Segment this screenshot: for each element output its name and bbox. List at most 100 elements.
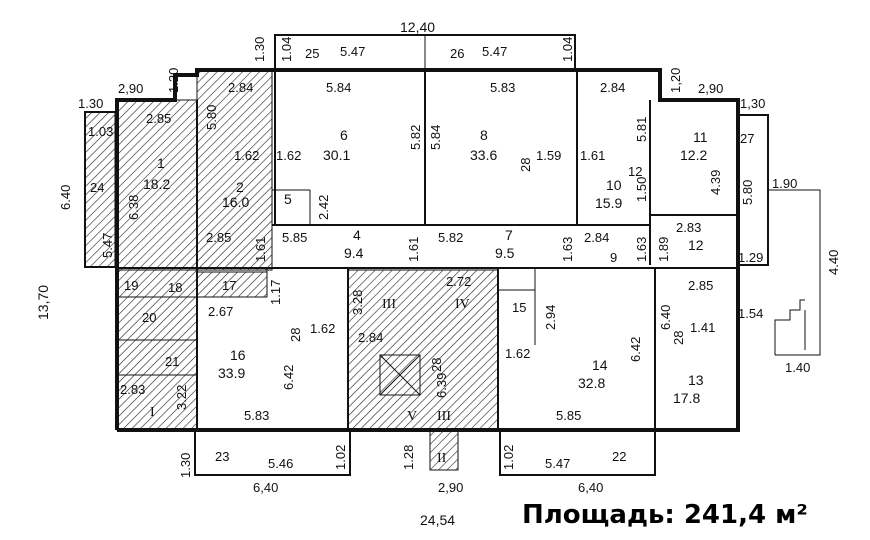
dim-label: 1.61 — [406, 237, 421, 262]
room-11-area: 12.2 — [680, 147, 707, 163]
outer-wall-bottom — [117, 265, 740, 432]
dim-label: 20 — [142, 310, 156, 325]
dim-label: 5.80 — [204, 105, 219, 130]
dim-label: 1.54 — [738, 306, 763, 321]
dim-label: 2.85 — [206, 230, 231, 245]
bay-left — [84, 111, 117, 268]
dim-label: 1.30 — [178, 453, 193, 478]
dim-label: 23 — [215, 449, 229, 464]
dim-label: 5.82 — [408, 125, 423, 150]
dim-label: 3.22 — [174, 385, 189, 410]
dim-label: 1.04 — [560, 37, 575, 62]
room-1-area: 18.2 — [143, 176, 170, 192]
room-16-area: 33.9 — [218, 365, 245, 381]
room-10-area: 15.9 — [595, 195, 622, 211]
hatch-room-II — [429, 429, 459, 471]
dim-label: 1.61 — [580, 148, 605, 163]
dim-label: 2.85 — [146, 111, 171, 126]
dim-label: 2.94 — [543, 305, 558, 330]
room-7-area: 9.5 — [495, 245, 515, 261]
dim-label: 2,90 — [118, 81, 143, 96]
dim-label: 6,40 — [578, 480, 603, 495]
dim-label: 6.40 — [658, 305, 673, 330]
room-5-number: 5 — [284, 191, 292, 207]
room-I-number: I — [150, 405, 155, 420]
dim-label: 9 — [610, 250, 617, 265]
room-labels: 1 18.2 2 16.0 4 9.4 5 6 30.1 7 9.5 8 33.… — [143, 127, 708, 466]
interior-dimensions: 2.84 2.85 5.80 1.03 5.84 5.83 2.84 6.38 … — [88, 80, 755, 423]
dim-label: 15 — [512, 300, 526, 315]
dim-label: 3.28 — [350, 290, 365, 315]
dim-label: 28 — [429, 358, 444, 372]
dim-label: 2.84 — [358, 330, 383, 345]
balcony-bottom-left — [194, 430, 351, 476]
dim-label: 5.47 — [100, 233, 115, 258]
dim-label: 1.62 — [310, 321, 335, 336]
room-4-area: 9.4 — [344, 245, 364, 261]
partitions — [117, 70, 738, 430]
hatch-room-1 — [116, 99, 198, 271]
dim-label: 6.42 — [628, 337, 643, 362]
room-12-number: 12 — [688, 237, 704, 253]
dim-label: 1.41 — [690, 320, 715, 335]
dim-top-total: 12,40 — [400, 19, 435, 35]
dim-left-total: 13,70 — [35, 285, 51, 320]
dim-label: 28 — [671, 331, 686, 345]
room-6-area: 30.1 — [323, 147, 350, 163]
hatch-stairwell — [347, 269, 499, 431]
dim-label: 28 — [518, 158, 533, 172]
dim-label: 1.03 — [88, 124, 113, 139]
dim-label: 26 — [450, 46, 464, 61]
dim-label: 1.30 — [78, 96, 103, 111]
room-III-b-number: III — [437, 409, 451, 424]
dim-label: 21 — [165, 354, 179, 369]
dim-label: 2,90 — [438, 480, 463, 495]
dim-label: 2.83 — [676, 220, 701, 235]
dim-label: 6.40 — [58, 185, 73, 210]
dim-label: 1.20 — [166, 68, 181, 93]
dim-label: 1.62 — [505, 346, 530, 361]
dim-label: 5.85 — [556, 408, 581, 423]
dim-label: 2,90 — [698, 81, 723, 96]
walls — [84, 34, 821, 476]
room-6-number: 6 — [340, 127, 348, 143]
dim-label: 28 — [288, 328, 303, 342]
dim-label: 1.63 — [560, 237, 575, 262]
dim-label: 1.63 — [634, 237, 649, 262]
room-16-number: 16 — [230, 347, 246, 363]
dim-label: 2.84 — [600, 80, 625, 95]
dim-label: 2.67 — [208, 304, 233, 319]
dim-label: 5.84 — [428, 125, 443, 150]
room-8-number: 8 — [480, 127, 488, 143]
room-V-number: V — [407, 409, 417, 424]
dim-label: 6.42 — [281, 365, 296, 390]
dim-label: 6.39 — [434, 373, 449, 398]
porch-steps — [774, 299, 805, 355]
room-7-number: 7 — [505, 227, 513, 243]
dim-label: 1.29 — [738, 250, 763, 265]
dim-label: 24 — [90, 180, 104, 195]
dim-label: 2.72 — [446, 274, 471, 289]
dim-label: 5.47 — [482, 44, 507, 59]
room-1-number: 1 — [157, 155, 165, 171]
dim-label: 12 — [628, 164, 642, 179]
porch — [768, 189, 821, 356]
dim-label: 1.61 — [253, 237, 268, 262]
room-2-area: 16.0 — [222, 194, 249, 210]
dim-label: 5.80 — [740, 180, 755, 205]
dim-label: 1.02 — [501, 445, 516, 470]
balcony-bottom-right — [499, 430, 656, 476]
dim-label: 1.89 — [656, 237, 671, 262]
dim-label: 1.40 — [785, 360, 810, 375]
dim-label: 4.40 — [826, 250, 841, 275]
dim-label: 5.47 — [545, 456, 570, 471]
dim-label: 1.62 — [276, 148, 301, 163]
room-III-number: III — [382, 297, 396, 312]
dim-label: 27 — [740, 131, 754, 146]
dim-label: 18 — [168, 280, 182, 295]
room-II-number: II — [437, 451, 447, 466]
dim-label: 2.42 — [316, 195, 331, 220]
dim-label: 5.47 — [340, 44, 365, 59]
dim-label: 5.81 — [634, 117, 649, 142]
